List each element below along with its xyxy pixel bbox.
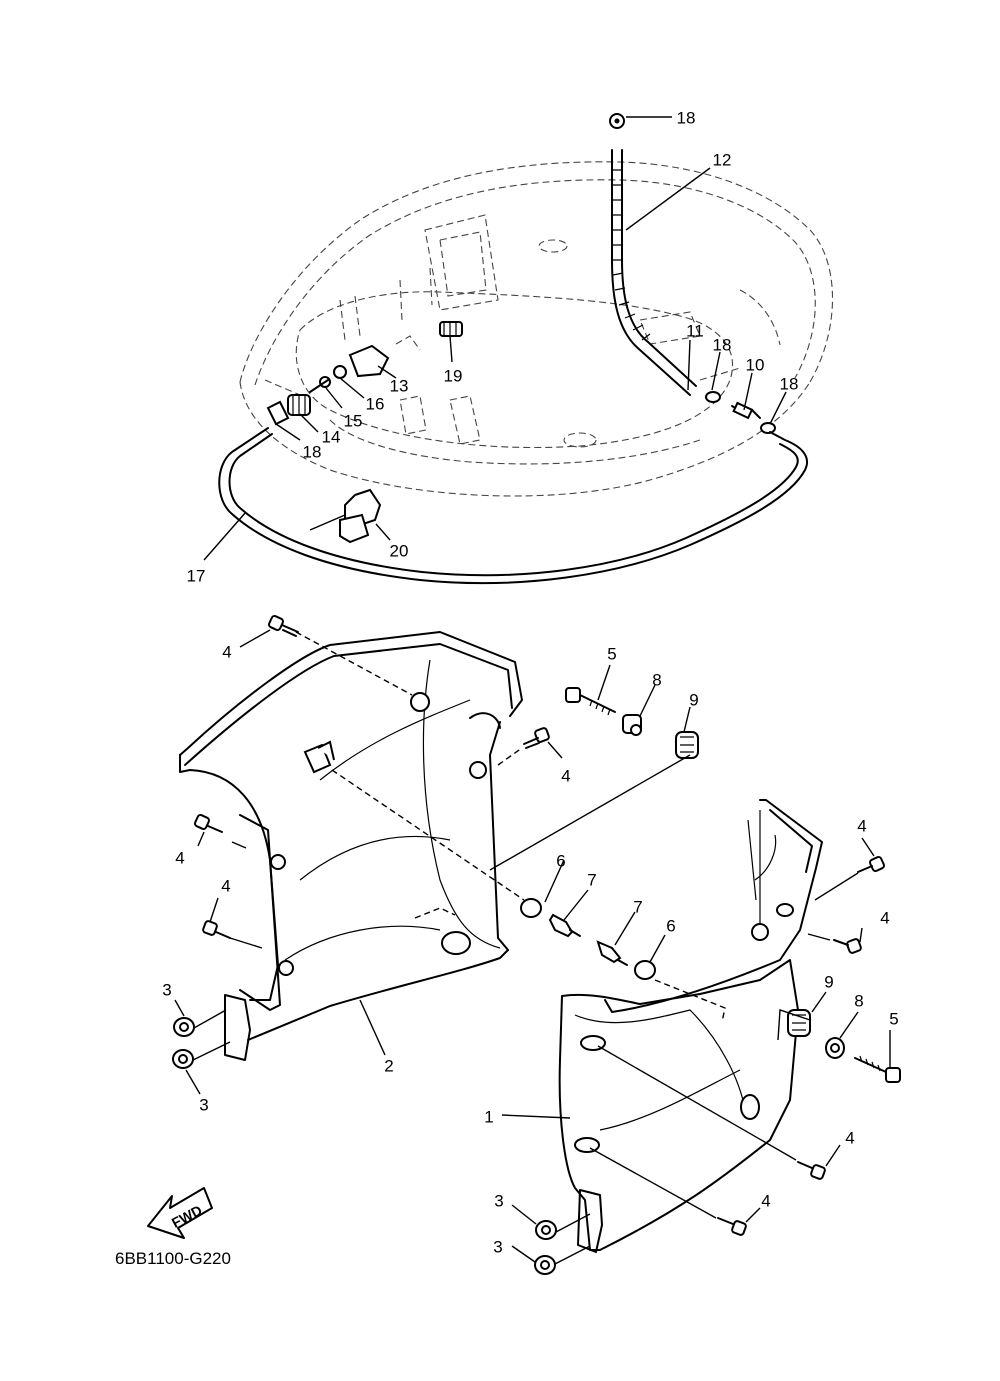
callout-11: 11	[686, 321, 704, 341]
callout-12: 12	[712, 150, 732, 170]
callout-4: 4	[857, 816, 867, 836]
callout-4: 4	[221, 876, 231, 896]
callout-14: 14	[321, 427, 341, 447]
callout-3: 3	[199, 1095, 209, 1115]
callout-18: 18	[676, 108, 696, 128]
clip-20	[309, 488, 382, 544]
forward-arrow-icon: FWD	[147, 1187, 213, 1239]
callout-18: 18	[712, 335, 732, 355]
callout-10: 10	[745, 355, 765, 375]
callout-13: 13	[389, 376, 409, 396]
callout-18: 18	[779, 374, 799, 394]
callout-18: 18	[302, 442, 322, 462]
callout-19: 19	[443, 366, 463, 386]
callout-4: 4	[845, 1128, 855, 1148]
leader-lines	[174, 116, 891, 1265]
callout-15: 15	[343, 411, 363, 431]
callout-5: 5	[889, 1009, 899, 1029]
callout-6: 6	[556, 851, 566, 871]
callout-4: 4	[175, 848, 185, 868]
callout-9: 9	[689, 690, 699, 710]
callout-7: 7	[587, 870, 597, 890]
callout-8: 8	[854, 991, 864, 1011]
callout-4: 4	[761, 1191, 771, 1211]
apron-1	[558, 799, 823, 1253]
callout-9: 9	[824, 972, 834, 992]
callout-4: 4	[561, 766, 571, 786]
callout-17: 17	[186, 566, 206, 586]
diagram-code: 6BB1100-G220	[115, 1249, 231, 1268]
callout-3: 3	[162, 980, 172, 1000]
callout-3: 3	[494, 1191, 504, 1211]
joint-assembly	[705, 391, 776, 434]
callout-7: 7	[633, 897, 643, 917]
callout-4: 4	[222, 642, 232, 662]
pilot-fitting-parts	[266, 321, 463, 426]
callout-20: 20	[389, 541, 409, 561]
callout-5: 5	[607, 644, 617, 664]
callout-6: 6	[666, 916, 676, 936]
apron-2	[179, 631, 523, 1061]
callout-2: 2	[384, 1056, 394, 1076]
fasteners	[172, 615, 901, 1275]
hose-17	[218, 427, 808, 585]
callout-8: 8	[652, 670, 662, 690]
callout-1: 1	[484, 1107, 494, 1127]
callout-16: 16	[365, 394, 385, 414]
hose-12	[609, 113, 697, 396]
callout-4: 4	[880, 908, 890, 928]
callout-3: 3	[493, 1237, 503, 1257]
bottom-cowling-ghost	[239, 161, 834, 497]
